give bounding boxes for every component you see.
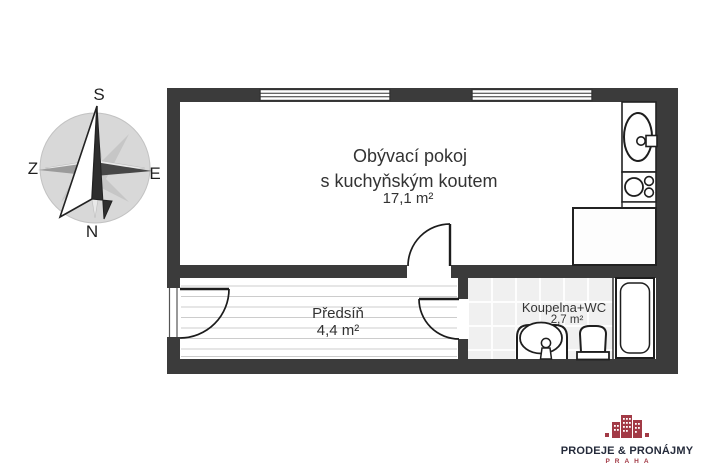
bathroom-door bbox=[418, 297, 460, 340]
compass-needle-dark bbox=[91, 105, 113, 220]
kitchen-corner-block bbox=[572, 207, 657, 266]
hallway-area: 4,4 m² bbox=[317, 322, 360, 339]
living-room-area: 17,1 m² bbox=[383, 190, 434, 207]
hallway-name: Předsíň bbox=[312, 305, 364, 322]
entrance-opening bbox=[166, 288, 181, 337]
bathroom-area: 2,7 m² bbox=[551, 314, 584, 326]
living-room-door-opening bbox=[407, 264, 451, 279]
living-room-door-arc bbox=[407, 223, 451, 267]
buildings-icon bbox=[605, 415, 649, 438]
entrance-door bbox=[179, 287, 230, 339]
bathroom-name: Koupelna+WC bbox=[522, 300, 606, 315]
outer-wall-top bbox=[167, 88, 678, 102]
compass-east-arm bbox=[95, 162, 152, 176]
bathroom-door-opening bbox=[457, 299, 469, 339]
washbasin-icon bbox=[516, 321, 568, 360]
kitchen-sink-icon bbox=[623, 112, 658, 162]
living-room-name-line2: s kuchyňským koutem bbox=[320, 171, 497, 191]
living-room-name-line1: Obývací pokoj bbox=[353, 146, 467, 166]
compass-label-e: E bbox=[149, 164, 160, 183]
entrance-door-arc bbox=[179, 288, 230, 339]
compass-label-z: Z bbox=[28, 159, 38, 178]
entrance-door-jamb bbox=[168, 288, 178, 337]
compass-rose: S N Z E bbox=[28, 85, 161, 241]
compass-label-s: S bbox=[93, 85, 104, 104]
hallway-floor bbox=[181, 285, 457, 358]
living-room-door bbox=[407, 223, 452, 267]
agency-name: PRODEJE & PRONÁJMY bbox=[560, 445, 694, 457]
window-right bbox=[471, 88, 593, 102]
compass-label-n: N bbox=[86, 222, 98, 241]
stove-icon bbox=[624, 175, 655, 198]
outer-wall-right bbox=[656, 88, 678, 374]
bathroom-door-arc bbox=[418, 298, 460, 340]
toilet-icon bbox=[576, 325, 610, 361]
agency-city: PRAHA bbox=[605, 458, 654, 465]
agency-logo: PRODEJE & PRONÁJMY PRAHA bbox=[558, 412, 696, 466]
bathtub-icon bbox=[615, 277, 655, 359]
window-left bbox=[259, 88, 391, 102]
outer-wall-bottom bbox=[167, 359, 678, 374]
